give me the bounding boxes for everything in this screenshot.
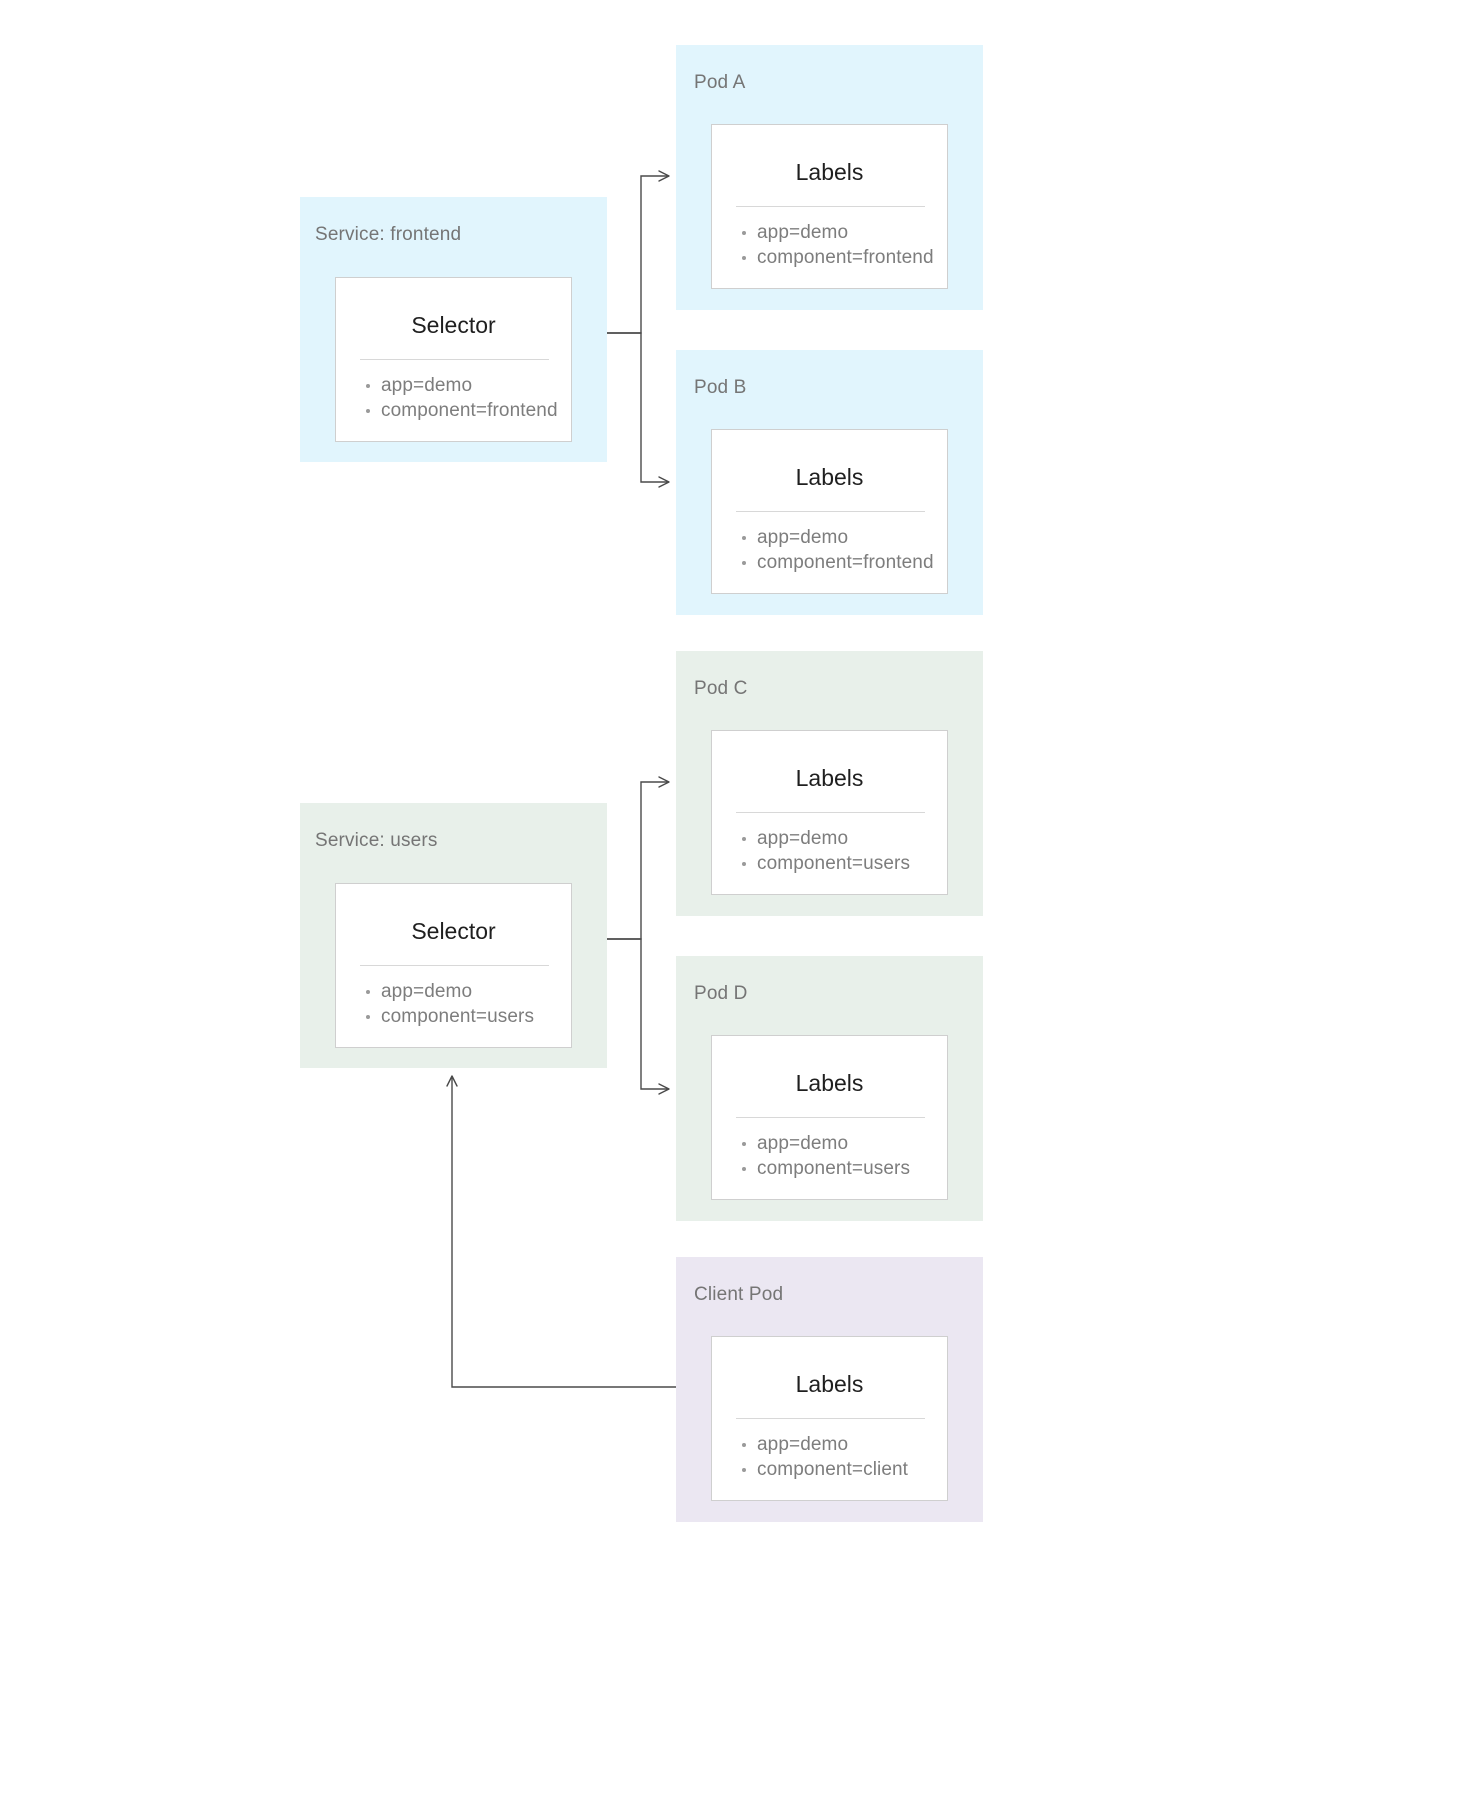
service-users-selector-card[interactable]: Selector app=demo component=users bbox=[335, 883, 572, 1048]
service-users-panel[interactable]: Service: users Selector app=demo compone… bbox=[300, 803, 607, 1068]
pod-d-labels-card[interactable]: Labels app=demo component=users bbox=[711, 1035, 948, 1200]
label-item: component=frontend bbox=[740, 245, 934, 270]
pod-b-labels-list: app=demo component=frontend bbox=[740, 525, 934, 575]
card-divider bbox=[736, 206, 925, 207]
pod-a-labels-card[interactable]: Labels app=demo component=frontend bbox=[711, 124, 948, 289]
service-users-selector-list: app=demo component=users bbox=[364, 979, 534, 1029]
client-pod-title: Client Pod bbox=[694, 1284, 784, 1305]
labels-card-title: Labels bbox=[795, 1070, 864, 1096]
pod-d-panel[interactable]: Pod D Labels app=demo component=users bbox=[676, 956, 983, 1221]
pod-d-title: Pod D bbox=[694, 983, 748, 1004]
pod-a-panel[interactable]: Pod A Labels app=demo component=frontend bbox=[676, 45, 983, 310]
client-pod-labels-list: app=demo component=client bbox=[740, 1432, 908, 1482]
service-frontend-title: Service: frontend bbox=[315, 224, 462, 245]
service-frontend-selector-list: app=demo component=frontend bbox=[364, 373, 558, 423]
pod-c-panel[interactable]: Pod C Labels app=demo component=users bbox=[676, 651, 983, 916]
label-item: app=demo bbox=[364, 373, 558, 398]
selector-card-title: Selector bbox=[411, 312, 496, 338]
connector-users-to-pod-c bbox=[607, 776, 670, 940]
card-divider bbox=[736, 511, 925, 512]
labels-card-title: Labels bbox=[795, 1371, 864, 1397]
labels-card-title: Labels bbox=[795, 159, 864, 185]
label-item: component=users bbox=[364, 1004, 534, 1029]
pod-c-labels-card[interactable]: Labels app=demo component=users bbox=[711, 730, 948, 895]
pod-d-labels-list: app=demo component=users bbox=[740, 1131, 910, 1181]
card-divider bbox=[736, 1418, 925, 1419]
label-item: app=demo bbox=[364, 979, 534, 1004]
pod-c-title: Pod C bbox=[694, 678, 748, 699]
client-pod-labels-card[interactable]: Labels app=demo component=client bbox=[711, 1336, 948, 1501]
labels-card-title: Labels bbox=[795, 765, 864, 791]
service-frontend-selector-card[interactable]: Selector app=demo component=frontend bbox=[335, 277, 572, 442]
pod-a-title: Pod A bbox=[694, 72, 746, 93]
selector-card-title: Selector bbox=[411, 918, 496, 944]
label-item: app=demo bbox=[740, 1131, 910, 1156]
pod-b-labels-card[interactable]: Labels app=demo component=frontend bbox=[711, 429, 948, 594]
label-item: component=frontend bbox=[740, 550, 934, 575]
card-divider bbox=[736, 1117, 925, 1118]
client-pod-panel[interactable]: Client Pod Labels app=demo component=cli… bbox=[676, 1257, 983, 1522]
label-item: app=demo bbox=[740, 220, 934, 245]
service-users-title: Service: users bbox=[315, 830, 438, 851]
service-frontend-panel[interactable]: Service: frontend Selector app=demo comp… bbox=[300, 197, 607, 462]
label-item: app=demo bbox=[740, 1432, 908, 1457]
card-divider bbox=[360, 359, 549, 360]
labels-card-title: Labels bbox=[795, 464, 864, 490]
label-item: component=users bbox=[740, 851, 910, 876]
connector-frontend-to-pod-b bbox=[607, 332, 670, 488]
card-divider bbox=[360, 965, 549, 966]
pod-b-panel[interactable]: Pod B Labels app=demo component=frontend bbox=[676, 350, 983, 615]
label-item: app=demo bbox=[740, 826, 910, 851]
label-item: component=users bbox=[740, 1156, 910, 1181]
label-item: component=client bbox=[740, 1457, 908, 1482]
label-item: app=demo bbox=[740, 525, 934, 550]
pod-c-labels-list: app=demo component=users bbox=[740, 826, 910, 876]
label-item: component=frontend bbox=[364, 398, 558, 423]
connector-frontend-to-pod-a bbox=[607, 170, 670, 334]
connector-client-to-users bbox=[446, 1075, 676, 1388]
connector-users-to-pod-d bbox=[607, 938, 670, 1095]
card-divider bbox=[736, 812, 925, 813]
pod-b-title: Pod B bbox=[694, 377, 747, 398]
pod-a-labels-list: app=demo component=frontend bbox=[740, 220, 934, 270]
